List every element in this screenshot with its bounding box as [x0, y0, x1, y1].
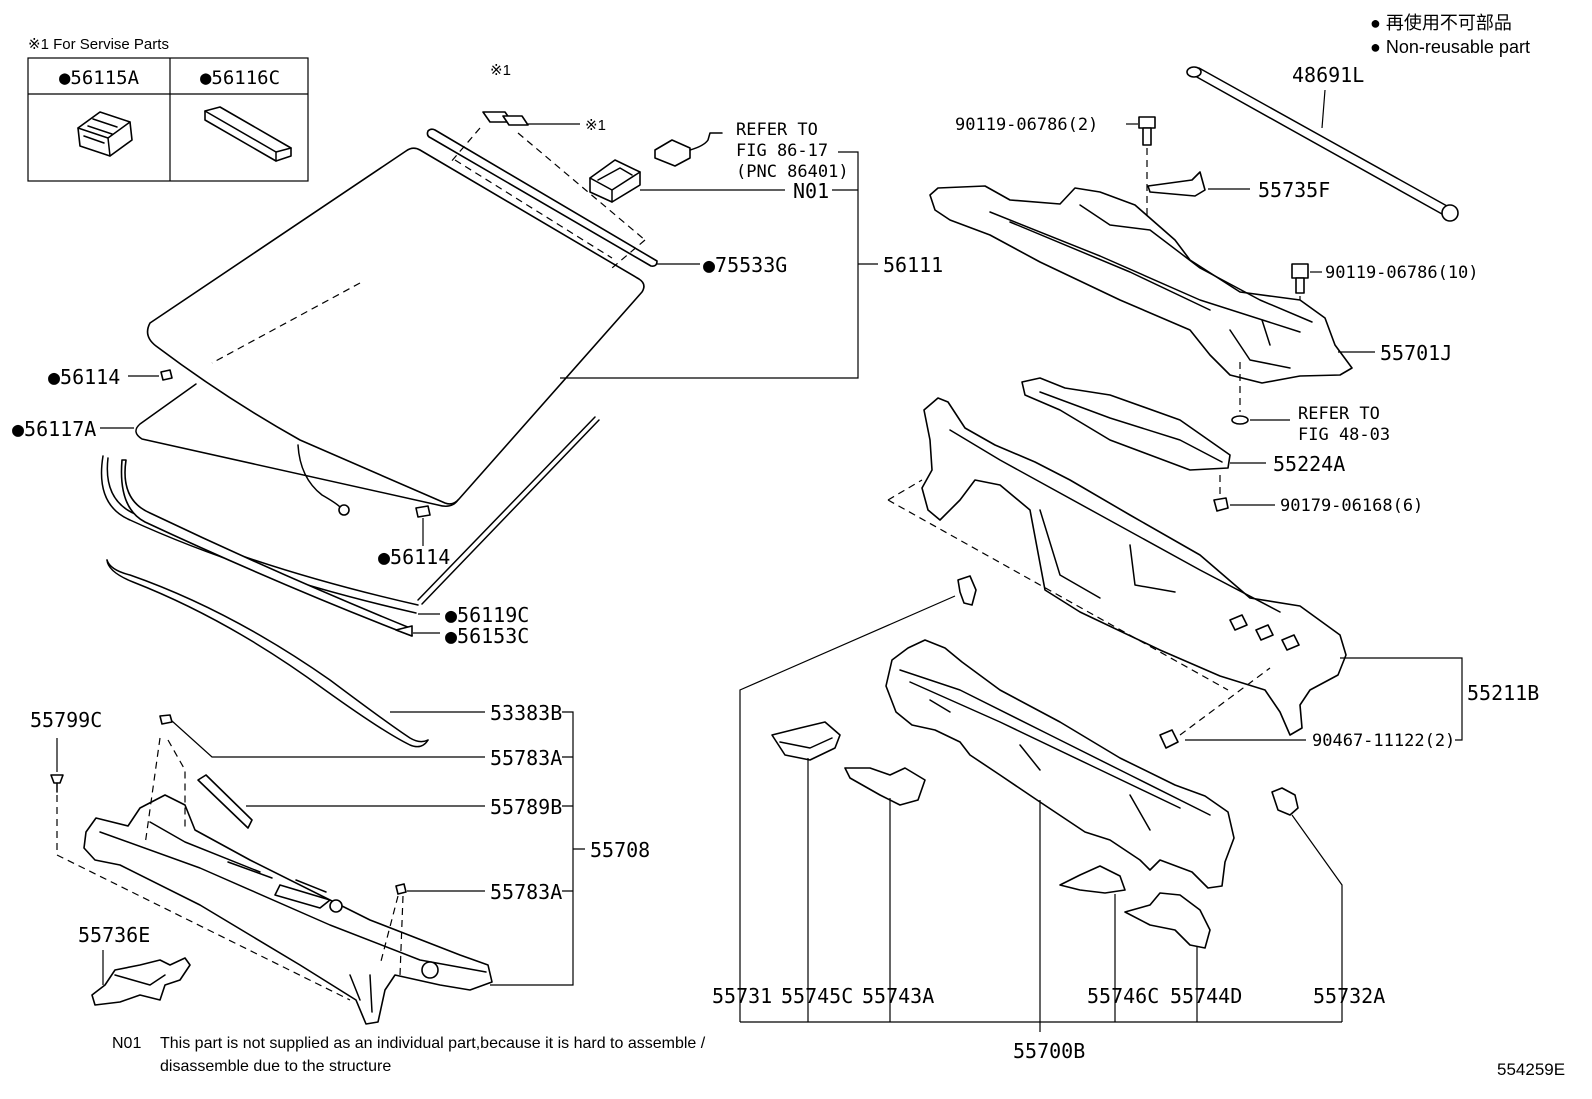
legend-japanese: ● 再使用不可部品: [1370, 13, 1512, 33]
label-55732a: 55732A: [1313, 984, 1385, 1008]
strut-rod-48691l: [1186, 66, 1459, 222]
table-header-56116c: ●56116C: [200, 67, 280, 89]
label-55744d: 55744D: [1170, 984, 1242, 1008]
bracket-55743a: [844, 767, 926, 806]
glass-wire: [297, 444, 341, 508]
label-56117a: ●56117A: [12, 417, 96, 441]
label-53383b: 53383B: [490, 701, 562, 725]
label-55701j: 55701J: [1380, 341, 1452, 365]
label-75533g: ●75533G: [703, 253, 787, 277]
label-56114-left: ●56114: [48, 365, 120, 389]
label-48691l: 48691L: [1292, 63, 1364, 87]
label-55211b: 55211B: [1467, 681, 1539, 705]
label-56111: 56111: [883, 253, 943, 277]
refer-fig86-line2: FIG 86-17: [736, 141, 828, 161]
table-frame: [27, 57, 309, 182]
footnote-line2: disassemble due to the structure: [160, 1058, 391, 1075]
footnote-line1: This part is not supplied as an individu…: [160, 1035, 706, 1052]
label-55731: 55731: [712, 984, 772, 1008]
label-55736e: 55736E: [78, 923, 150, 947]
label-55745c: 55745C: [781, 984, 853, 1008]
cowl-louver-55708: [83, 794, 493, 1025]
cowl-seal-53383b: [106, 559, 429, 748]
bracket-55745c: [771, 721, 841, 761]
clip-55799c: [50, 774, 351, 1001]
table-header-56115a: ●56115A: [59, 67, 140, 89]
clip-55783a-upper: [144, 714, 186, 846]
label-55789b: 55789B: [490, 795, 562, 819]
label-55735f: 55735F: [1258, 178, 1330, 202]
bracket-55736e: [91, 957, 191, 1006]
label-55799c: 55799C: [30, 708, 102, 732]
label-56153c: ●56153C: [445, 624, 529, 648]
sensor-area-line: [211, 282, 361, 364]
label-90467-11122: 90467-11122(2): [1312, 731, 1455, 751]
windshield-glass: [135, 147, 645, 516]
footnote-code: N01: [112, 1035, 141, 1052]
bracket-55731: [957, 575, 977, 606]
label-55708: 55708: [590, 838, 650, 862]
bracket-55732a: [1271, 787, 1299, 816]
clip-90179-06168: [1213, 475, 1229, 512]
service-mark-side: ※1: [585, 117, 606, 134]
refer-fig48-line2: FIG 48-03: [1298, 425, 1390, 445]
label-55743a: 55743A: [862, 984, 934, 1008]
cowl-top-panel-55701j: [929, 185, 1353, 384]
side-molding-56153c: [120, 459, 413, 637]
label-55783a-lower: 55783A: [490, 880, 562, 904]
sensor-bracket-n01: [589, 132, 723, 203]
cover-55224a: [1021, 377, 1231, 471]
legend: ● 再使用不可部品 ● Non-reusable part: [1370, 13, 1530, 57]
bracket-55735f: [1147, 171, 1206, 197]
clip-55783a-lower: [379, 883, 407, 976]
label-90179-06168: 90179-06168(6): [1280, 496, 1423, 516]
spacer-56114-left: [160, 369, 173, 381]
leader-lines: [56, 89, 1463, 1032]
label-55746c: 55746C: [1087, 984, 1159, 1008]
refer-fig86-line1: REFER TO: [736, 120, 818, 140]
cowl-panel-55211b: [887, 397, 1347, 736]
label-56114-lower: ●56114: [378, 545, 450, 569]
wire-terminal: [338, 504, 350, 516]
clip-90467-11122: [1159, 667, 1271, 749]
clip-56115a-drawing: [77, 111, 133, 157]
label-90119-06786-10: 90119-06786(10): [1325, 263, 1479, 283]
service-parts-note: ※1 For Servise Parts: [28, 36, 169, 53]
label-56119c: ●56119C: [445, 603, 529, 627]
refer-fig48-line1: REFER TO: [1298, 404, 1380, 424]
dash-panel-55700b: [885, 639, 1235, 889]
service-stickers: [449, 111, 646, 269]
bolt-90119-06786-10: [1291, 263, 1309, 366]
service-mark-top: ※1: [490, 62, 511, 79]
footnote: N01 This part is not supplied as an indi…: [112, 1035, 706, 1075]
dam-56117a-outline: [135, 383, 459, 507]
label-n01: N01: [793, 179, 829, 203]
bracket-55744d: [1124, 892, 1211, 949]
drawing-number: 554259E: [1497, 1060, 1565, 1079]
pad-56116c-drawing: [204, 106, 292, 162]
bracket-55746c: [1059, 865, 1126, 894]
washer-fig-48-03: [1231, 362, 1249, 425]
label-90119-06786-2: 90119-06786(2): [955, 115, 1098, 135]
molding-55789b: [197, 774, 253, 829]
service-parts-table: ※1 For Servise Parts ●56115A ●56116C: [27, 36, 309, 182]
label-55783a-upper: 55783A: [490, 746, 562, 770]
label-55700b: 55700B: [1013, 1039, 1085, 1063]
refer-fig86-line3: (PNC 86401): [736, 162, 849, 182]
legend-non-reusable-part: ● Non-reusable part: [1370, 37, 1530, 57]
part-labels: ※1 ※1 REFER TO FIG 86-17 (PNC 86401) N01…: [12, 62, 1539, 1063]
spacer-56114-lower: [415, 505, 431, 518]
roof-molding-75533g: [426, 128, 658, 267]
label-55224a: 55224A: [1273, 452, 1345, 476]
glass-outline: [146, 147, 645, 505]
